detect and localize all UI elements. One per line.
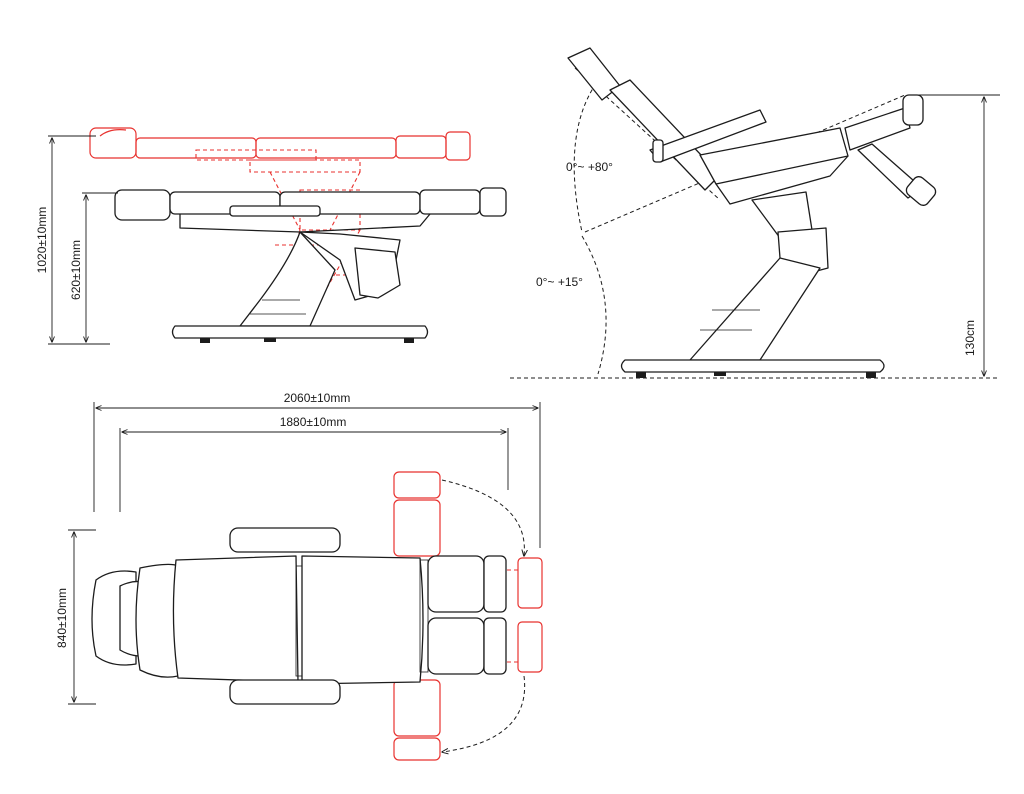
bed-top-outline — [91, 527, 507, 705]
max-height-label: 1020±10mm — [35, 207, 49, 274]
min-height-dimension: 620±10mm — [69, 192, 118, 342]
max-height-dimension: 1020±10mm — [35, 135, 110, 345]
reclined-height-dimension: 130cm — [910, 94, 1000, 376]
reclined-view: 0°~ +80° 0°~ +15° 130cm — [510, 47, 1000, 379]
backrest-angle-label: 0°~ +80° — [566, 160, 613, 174]
bed-length-dimension: 1880±10mm — [119, 415, 509, 512]
bed-length-label: 1880±10mm — [280, 415, 347, 429]
width-label: 840±10mm — [55, 588, 69, 648]
reclined-legrests — [844, 94, 937, 206]
min-height-label: 620±10mm — [69, 240, 83, 300]
lowered-position-outline — [114, 187, 507, 343]
seat-angle-label: 0°~ +15° — [536, 275, 583, 289]
reclined-seat — [699, 127, 849, 205]
overall-length-dimension: 2060±10mm — [93, 391, 541, 548]
width-dimension: 840±10mm — [55, 529, 96, 705]
reclined-base — [620, 191, 885, 378]
reclined-backrest — [567, 47, 767, 191]
reclined-height-label: 130cm — [963, 320, 977, 356]
overall-length-label: 2060±10mm — [284, 391, 351, 405]
side-view: 1020±10mm 620±10mm — [35, 127, 507, 345]
top-view: 2060±10mm 1880±10mm 840±10mm — [55, 391, 543, 761]
